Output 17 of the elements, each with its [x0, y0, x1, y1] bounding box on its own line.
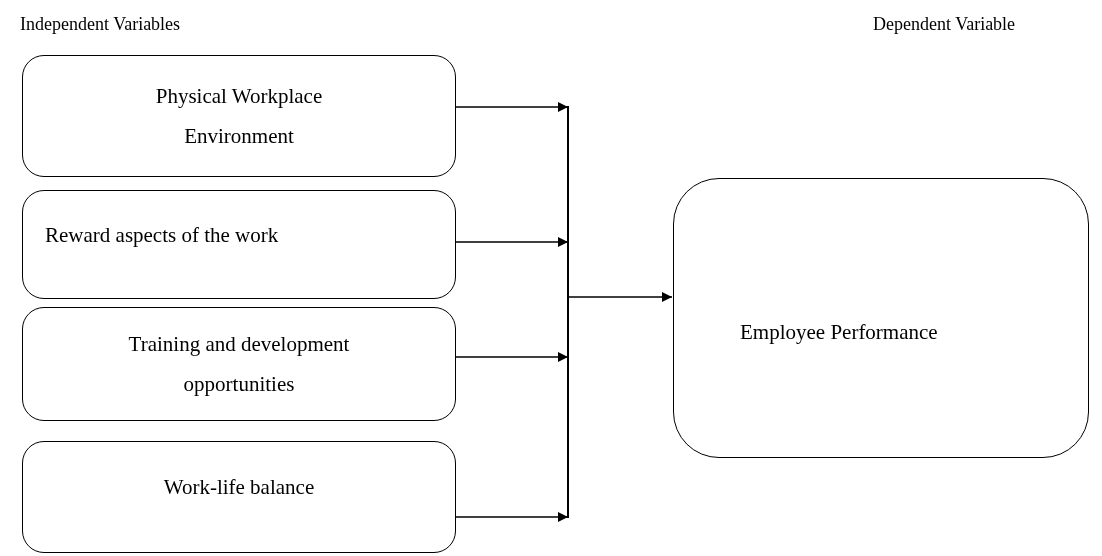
- variable-box: [22, 307, 456, 421]
- variable-label: Reward aspects of the work: [45, 221, 279, 249]
- arrow: [455, 352, 569, 362]
- arrow: [455, 237, 569, 247]
- arrow: [455, 512, 569, 522]
- arrow: [567, 292, 673, 302]
- outcome-box: [673, 178, 1089, 458]
- variable-label: Employee Performance: [740, 319, 938, 346]
- variable-label: Work-life balance: [163, 474, 315, 501]
- variable-box: [22, 190, 456, 299]
- variable-label: Training and development opportunities: [127, 331, 351, 398]
- column-heading: Dependent Variable: [873, 14, 1016, 35]
- variable-box: [22, 441, 456, 553]
- column-heading: Independent Variables: [20, 14, 181, 35]
- variable-label: Physical Workplace Environment: [154, 83, 324, 150]
- arrow: [455, 102, 569, 112]
- variable-box: [22, 55, 456, 177]
